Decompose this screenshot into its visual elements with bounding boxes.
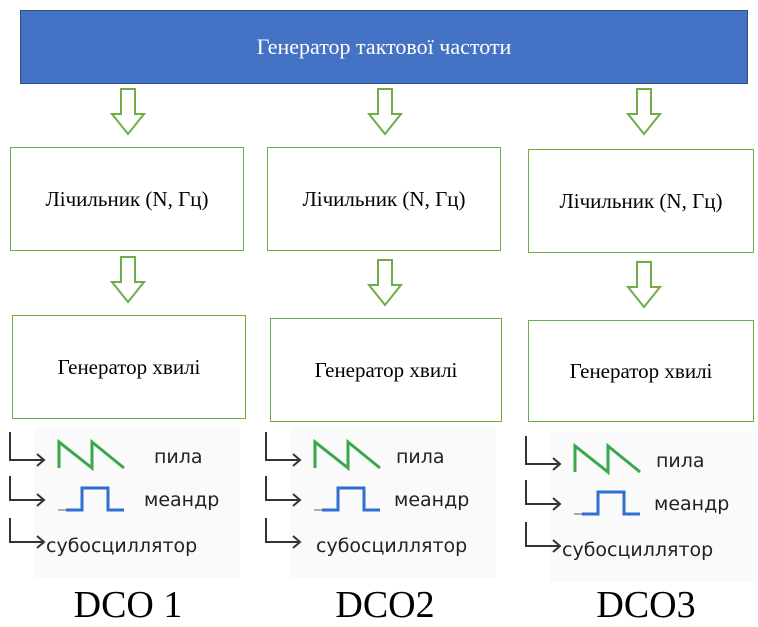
sawtooth-wave-icon <box>57 438 125 472</box>
sawtooth-wave-icon <box>573 442 641 476</box>
branch-arrow-icon <box>9 432 46 467</box>
saw-label: пила <box>396 446 445 468</box>
square-label: меандр <box>394 489 469 511</box>
wave-generator-label-2: Генератор хвилі <box>314 357 458 382</box>
branch-arrow-icon <box>9 476 46 507</box>
waveform-legend-3: пила меандр субосциллятор <box>525 432 756 582</box>
square-label: меандр <box>144 489 219 511</box>
wave-generator-box-2: Генератор хвилі <box>270 318 502 422</box>
counter-label-1: Лічильник (N, Гц) <box>45 186 209 211</box>
square-wave-icon <box>314 486 380 512</box>
counter-box-1: Лічильник (N, Гц) <box>10 147 244 251</box>
saw-label: пила <box>154 446 203 468</box>
sub-oscillator-label: субосциллятор <box>562 539 713 561</box>
waveform-legend-2: пила меандр субосциллятор <box>265 428 496 578</box>
clock-generator-box: Генератор тактової частоти <box>20 10 748 84</box>
waveform-legend-1: пила меандр субосциллятор <box>9 428 240 578</box>
saw-label: пила <box>656 450 705 472</box>
clock-generator-label: Генератор тактової частоти <box>256 34 512 59</box>
down-arrow-icon <box>367 259 403 307</box>
counter-label-2: Лічильник (N, Гц) <box>302 186 466 211</box>
down-arrow-icon <box>110 88 146 136</box>
sub-oscillator-label: субосциллятор <box>316 535 467 557</box>
down-arrow-icon <box>110 256 146 304</box>
down-arrow-icon <box>626 88 662 136</box>
dco-label-3: DCO3 <box>596 584 696 626</box>
branch-arrow-icon <box>265 432 302 467</box>
down-arrow-icon <box>626 261 662 309</box>
wave-generator-label-1: Генератор хвилі <box>57 354 201 379</box>
branch-arrow-icon <box>525 480 562 511</box>
wave-generator-label-3: Генератор хвилі <box>569 358 713 383</box>
down-arrow-icon <box>367 88 403 136</box>
square-wave-icon <box>574 490 640 516</box>
counter-label-3: Лічильник (N, Гц) <box>559 188 723 213</box>
counter-box-2: Лічильник (N, Гц) <box>267 147 501 251</box>
wave-generator-box-3: Генератор хвилі <box>528 320 754 422</box>
sawtooth-wave-icon <box>313 438 381 472</box>
branch-arrow-icon <box>525 522 562 553</box>
dco-label-1: DCO 1 <box>73 584 183 626</box>
branch-arrow-icon <box>525 436 562 471</box>
sub-oscillator-label: субосциллятор <box>46 535 197 557</box>
branch-arrow-icon <box>9 518 46 549</box>
square-wave-icon <box>58 486 124 512</box>
wave-generator-box-1: Генератор хвилі <box>12 315 246 419</box>
branch-arrow-icon <box>265 518 302 549</box>
dco-label-2: DCO2 <box>335 584 435 626</box>
square-label: меандр <box>654 493 729 515</box>
counter-box-3: Лічильник (N, Гц) <box>528 149 754 253</box>
branch-arrow-icon <box>265 476 302 507</box>
